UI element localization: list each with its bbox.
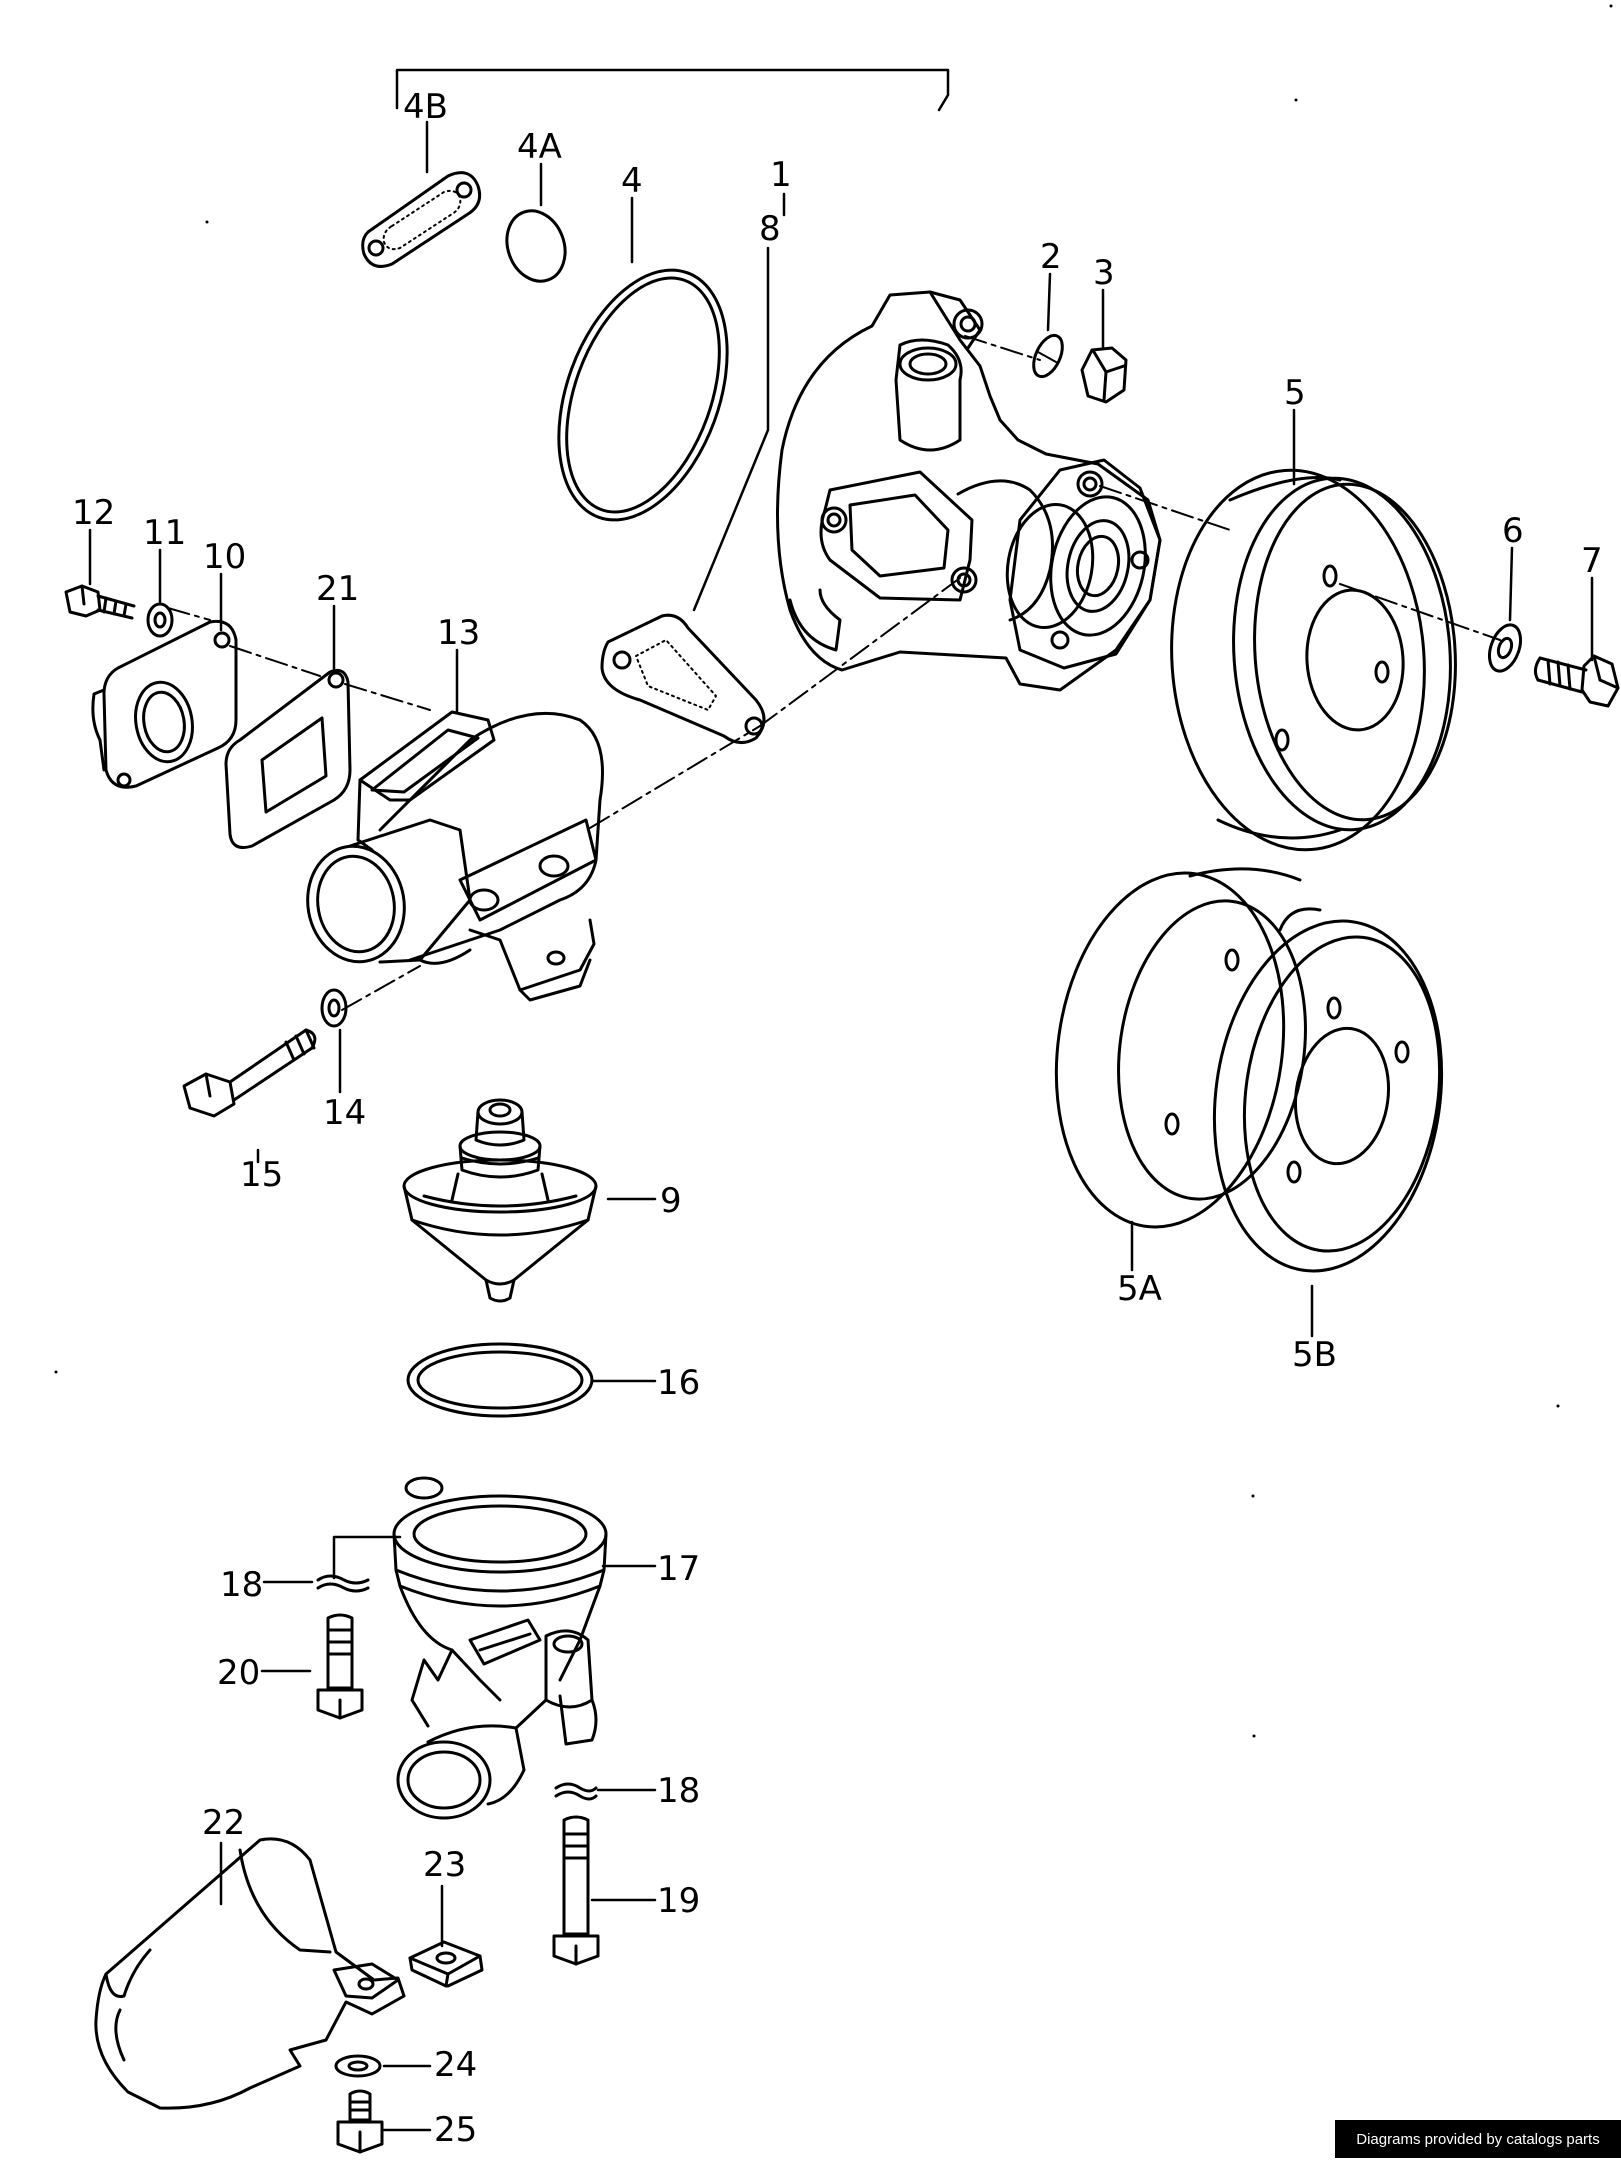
label-24: 24 bbox=[434, 2045, 477, 2085]
credit-banner: Diagrams provided by catalogs parts bbox=[1335, 2120, 1621, 2158]
part-17-coolant-flange bbox=[392, 1476, 608, 1820]
label-15: 15 bbox=[240, 1155, 283, 1195]
label-17: 17 bbox=[657, 1549, 700, 1589]
label-5: 5 bbox=[1284, 373, 1306, 413]
part-15-bolt bbox=[182, 1028, 317, 1118]
label-5b: 5B bbox=[1292, 1335, 1337, 1375]
part-11-washer bbox=[146, 602, 174, 638]
label-10: 10 bbox=[203, 537, 246, 577]
part-21-gasket bbox=[224, 668, 352, 849]
part-7-bolt bbox=[1533, 654, 1620, 708]
label-7: 7 bbox=[1581, 541, 1603, 581]
part-2-lock-washer bbox=[1032, 333, 1064, 379]
part-19-stud-bolt bbox=[552, 1815, 600, 1966]
scan-specks bbox=[54, 4, 1613, 1738]
leader-lines bbox=[88, 68, 1594, 2132]
label-12: 12 bbox=[72, 493, 115, 533]
part-5b-pulley-half bbox=[1212, 907, 1444, 1273]
part-18-clip-upper bbox=[316, 1574, 370, 1593]
part-12-bolt bbox=[64, 584, 136, 620]
part-20-bolt bbox=[316, 1613, 364, 1720]
part-22-heat-shield bbox=[94, 1837, 406, 2110]
label-4a: 4A bbox=[517, 127, 562, 167]
part-23-clip-nut bbox=[408, 1940, 484, 1988]
label-5a: 5A bbox=[1117, 1269, 1162, 1309]
label-19: 19 bbox=[657, 1881, 700, 1921]
part-9-thermostat bbox=[402, 1098, 598, 1303]
label-21: 21 bbox=[316, 569, 359, 609]
label-2: 2 bbox=[1040, 237, 1062, 277]
label-6: 6 bbox=[1502, 511, 1524, 551]
part-1-water-pump bbox=[776, 290, 1162, 692]
label-4: 4 bbox=[621, 161, 643, 201]
part-16-seal-ring bbox=[406, 1342, 594, 1418]
label-11: 11 bbox=[143, 513, 186, 553]
label-20: 20 bbox=[217, 1653, 260, 1693]
label-9: 9 bbox=[660, 1181, 682, 1221]
label-13: 13 bbox=[437, 613, 480, 653]
part-10-flange bbox=[91, 619, 238, 789]
part-8-gasket bbox=[600, 613, 766, 744]
label-18-lower: 18 bbox=[657, 1771, 700, 1811]
label-1: 1 bbox=[770, 155, 792, 195]
label-4b: 4B bbox=[403, 87, 448, 127]
part-13-thermostat-housing bbox=[306, 710, 604, 1002]
label-25: 25 bbox=[434, 2110, 477, 2150]
label-18: 18 bbox=[220, 1565, 263, 1605]
part-4-o-ring bbox=[557, 268, 729, 522]
part-6-washer bbox=[1487, 623, 1523, 673]
part-4a-seal bbox=[505, 209, 567, 283]
part-24-washer bbox=[334, 2054, 382, 2078]
label-22: 22 bbox=[202, 1803, 245, 1843]
part-3-nut bbox=[1080, 346, 1128, 404]
part-4b-gasket bbox=[361, 171, 482, 268]
part-25-bolt bbox=[336, 2089, 384, 2154]
part-14-washer bbox=[320, 988, 348, 1028]
label-3: 3 bbox=[1093, 253, 1115, 293]
label-8: 8 bbox=[759, 209, 781, 249]
part-5a-pulley-half bbox=[1054, 867, 1307, 1229]
center-lines bbox=[167, 335, 1501, 1011]
label-14: 14 bbox=[323, 1093, 366, 1133]
label-23: 23 bbox=[423, 1845, 466, 1885]
part-5-pulley bbox=[1170, 468, 1457, 852]
part-18-clip-lower bbox=[554, 1782, 598, 1801]
label-16: 16 bbox=[657, 1363, 700, 1403]
